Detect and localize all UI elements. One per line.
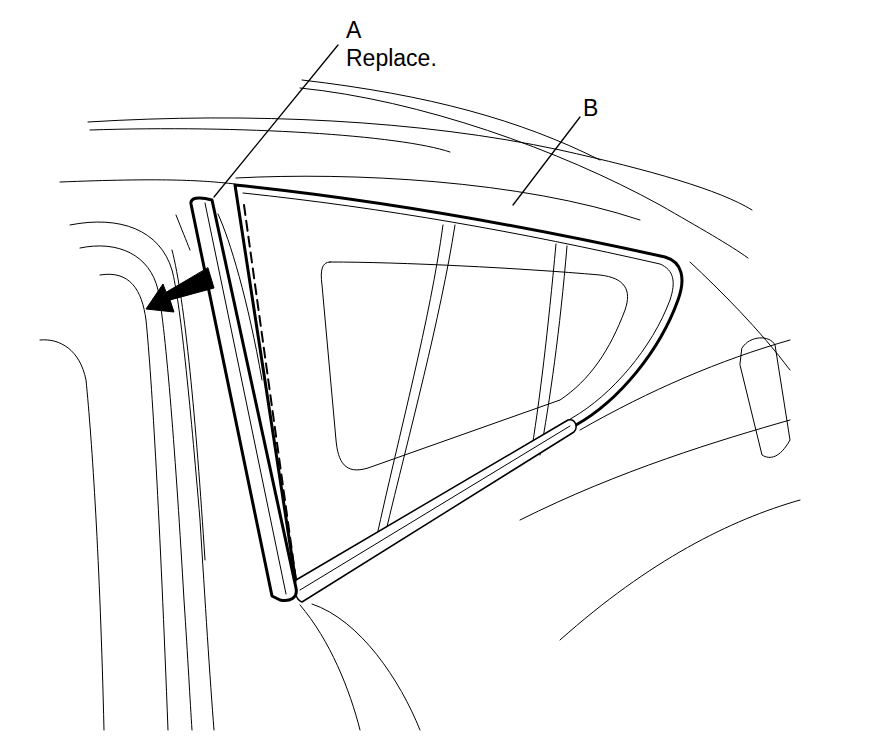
note-text: Replace.	[346, 46, 437, 71]
callout-letter: B	[583, 96, 598, 121]
callout-letter: A	[346, 18, 361, 43]
